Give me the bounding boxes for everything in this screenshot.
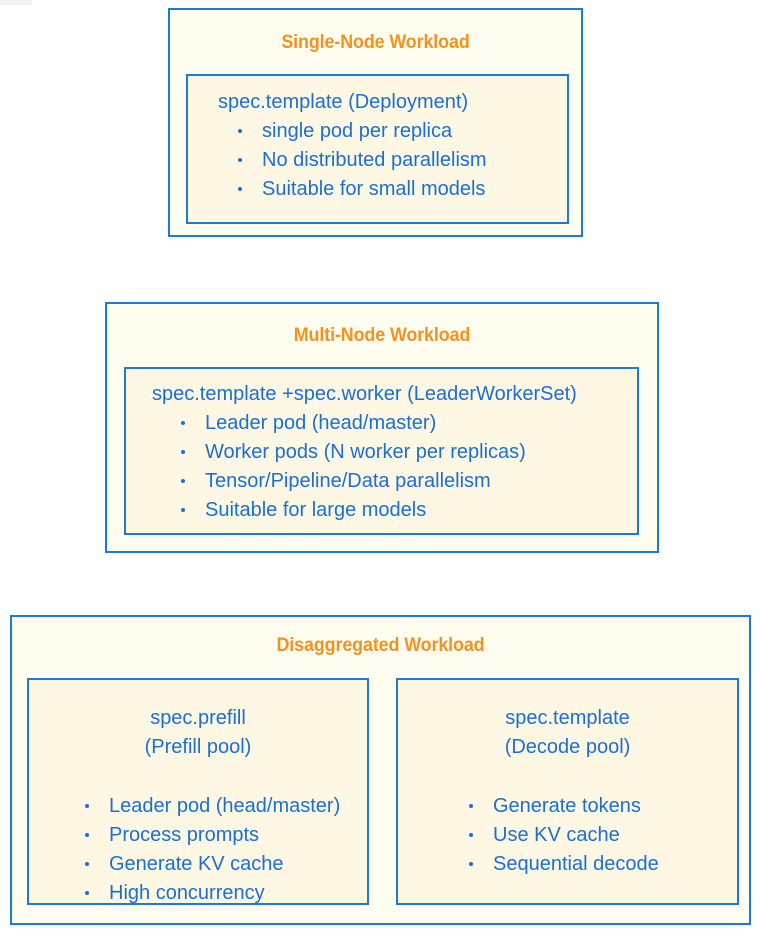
- bullet-list-decode: Generate tokens Use KV cache Sequential …: [469, 792, 659, 879]
- list-item-label: Use KV cache: [493, 824, 620, 846]
- list-item-label: No distributed parallelism: [262, 149, 487, 171]
- panel-prefill-pool: spec.prefill (Prefill pool) Leader pod (…: [27, 678, 369, 905]
- list-item-label: Suitable for small models: [262, 178, 486, 200]
- panel-single-node-spec: spec.template (Deployment) single pod pe…: [186, 74, 569, 224]
- list-item: single pod per replica: [238, 117, 487, 146]
- list-item: No distributed parallelism: [238, 146, 487, 175]
- list-item: Leader pod (head/master): [85, 792, 340, 821]
- spec-heading-deployment: spec.template (Deployment): [218, 91, 469, 113]
- list-item: High concurrency: [85, 879, 340, 908]
- panel-decode-pool: spec.template (Decode pool) Generate tok…: [396, 678, 739, 905]
- bullet-list-multi-node: Leader pod (head/master) Worker pods (N …: [181, 409, 526, 525]
- list-item-label: High concurrency: [109, 882, 265, 904]
- list-item: Suitable for small models: [238, 175, 487, 204]
- card-single-node-workload: Single-Node Workload spec.template (Depl…: [168, 8, 583, 237]
- bullet-dot-icon: [85, 833, 89, 837]
- list-item-label: Process prompts: [109, 824, 260, 846]
- list-item: Worker pods (N worker per replicas): [181, 438, 526, 467]
- list-item: Suitable for large models: [181, 496, 526, 525]
- bullet-dot-icon: [181, 450, 185, 454]
- bullet-dot-icon: [181, 479, 185, 483]
- spec-heading-prefill-line1: spec.prefill: [150, 707, 246, 729]
- panel-multi-node-spec: spec.template +spec.worker (LeaderWorker…: [124, 367, 639, 535]
- bullet-dot-icon: [181, 421, 185, 425]
- card-disaggregated-workload: Disaggregated Workload spec.prefill (Pre…: [10, 615, 751, 925]
- list-item: Generate KV cache: [85, 850, 340, 879]
- bullet-dot-icon: [181, 508, 185, 512]
- list-item-label: Suitable for large models: [205, 499, 427, 521]
- list-item: Tensor/Pipeline/Data parallelism: [181, 467, 526, 496]
- list-item-label: Generate KV cache: [109, 853, 284, 875]
- list-item-label: Leader pod (head/master): [205, 412, 437, 434]
- card-title-multi-node: Multi-Node Workload: [293, 325, 471, 346]
- list-item: Generate tokens: [469, 792, 659, 821]
- bullet-list-single-node: single pod per replica No distributed pa…: [238, 117, 487, 204]
- spec-heading-prefill: spec.prefill (Prefill pool): [29, 704, 367, 762]
- bullet-dot-icon: [238, 187, 242, 191]
- list-item-label: Worker pods (N worker per replicas): [205, 441, 526, 463]
- spec-heading-leaderworkerset: spec.template +spec.worker (LeaderWorker…: [152, 383, 577, 405]
- spec-heading-decode: spec.template (Decode pool): [398, 704, 737, 762]
- list-item: Leader pod (head/master): [181, 409, 526, 438]
- spec-heading-prefill-line2: (Prefill pool): [144, 736, 252, 758]
- spec-heading-decode-line2: (Decode pool): [504, 736, 631, 758]
- card-multi-node-workload: Multi-Node Workload spec.template +spec.…: [105, 302, 659, 553]
- bullet-dot-icon: [85, 862, 89, 866]
- bullet-dot-icon: [238, 158, 242, 162]
- list-item: Sequential decode: [469, 850, 659, 879]
- card-title-disaggregated: Disaggregated Workload: [276, 635, 485, 656]
- bullet-dot-icon: [85, 891, 89, 895]
- spec-heading-decode-line1: spec.template: [505, 707, 630, 729]
- bullet-dot-icon: [469, 833, 473, 837]
- capture-artifact: [0, 0, 32, 5]
- list-item-label: Generate tokens: [493, 795, 641, 817]
- bullet-list-prefill: Leader pod (head/master) Process prompts…: [85, 792, 340, 908]
- list-item-label: Tensor/Pipeline/Data parallelism: [205, 470, 491, 492]
- bullet-dot-icon: [469, 804, 473, 808]
- bullet-dot-icon: [238, 129, 242, 133]
- list-item-label: single pod per replica: [262, 120, 453, 142]
- card-title-single-node: Single-Node Workload: [281, 32, 470, 53]
- bullet-dot-icon: [85, 804, 89, 808]
- list-item-label: Leader pod (head/master): [109, 795, 341, 817]
- list-item-label: Sequential decode: [493, 853, 659, 875]
- bullet-dot-icon: [469, 862, 473, 866]
- list-item: Process prompts: [85, 821, 340, 850]
- list-item: Use KV cache: [469, 821, 659, 850]
